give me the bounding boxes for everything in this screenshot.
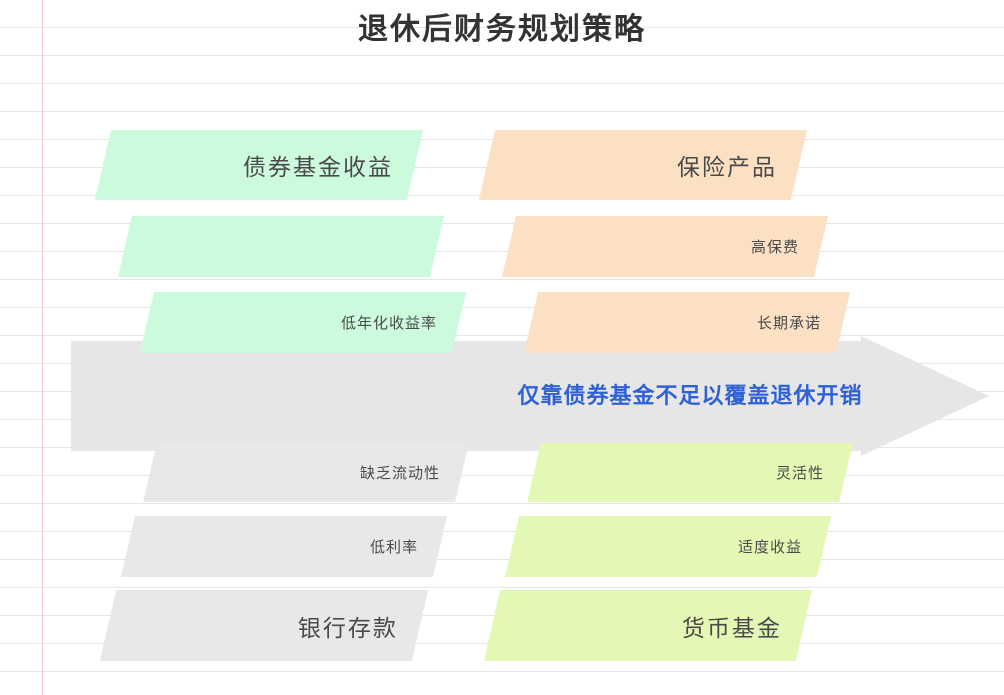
arrow-polygon: [71, 336, 989, 456]
bar-label: 灵活性: [775, 464, 824, 482]
bar-bottom-right-3[interactable]: 货币基金: [483, 590, 813, 661]
bar-bottom-left-2[interactable]: 低利率: [120, 516, 448, 577]
bar-top-right-2[interactable]: 高保费: [501, 216, 829, 277]
bar-label: 货币基金: [682, 615, 782, 642]
page-title: 退休后财务规划策略: [358, 12, 646, 47]
bar-bottom-right-1[interactable]: 灵活性: [527, 443, 853, 502]
bar-bottom-left-3[interactable]: 银行存款: [99, 590, 429, 661]
bar-label: 银行存款: [298, 615, 398, 642]
bar-label: 高保费: [750, 238, 799, 256]
bar-label: 保险产品: [677, 155, 777, 181]
bar-label: 适度收益: [737, 538, 802, 556]
bar-label: 低年化收益率: [340, 314, 437, 332]
bar-top-right-1[interactable]: 保险产品: [478, 130, 808, 200]
arrow-shape: [71, 336, 989, 456]
bar-label: 长期承诺: [756, 314, 821, 332]
bar-top-right-3[interactable]: 长期承诺: [523, 292, 851, 353]
bar-bottom-left-1[interactable]: 缺乏流动性: [143, 443, 469, 502]
arrow-label: 仅靠债券基金不足以覆盖退休开销: [517, 383, 863, 409]
center-arrow: [71, 336, 989, 456]
bar-label: 低利率: [369, 538, 418, 556]
bar-label: 缺乏流动性: [359, 464, 440, 482]
bar-top-left-3[interactable]: 低年化收益率: [139, 292, 467, 353]
bar-top-left-1[interactable]: 债券基金收益: [94, 130, 424, 200]
bar-label: 债券基金收益: [243, 155, 393, 181]
bar-bottom-right-2[interactable]: 适度收益: [504, 516, 832, 577]
bar-top-left-2[interactable]: [117, 216, 445, 277]
